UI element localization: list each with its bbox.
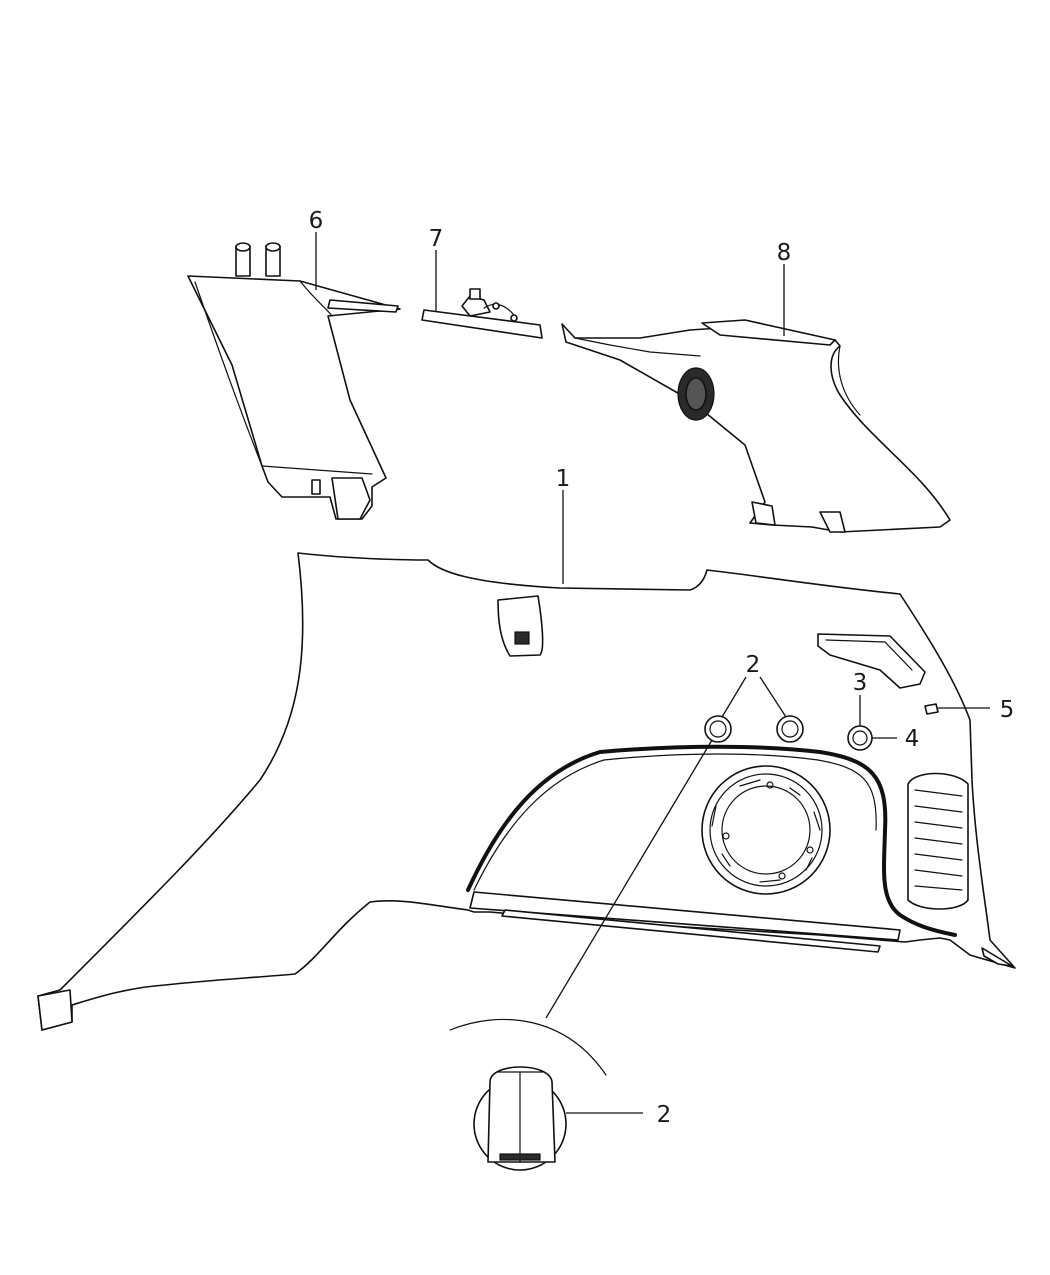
callout-4: 4: [905, 726, 920, 752]
callout-2-detail: 2: [657, 1102, 672, 1128]
callout-3: 3: [853, 670, 868, 696]
callout-5: 5: [1000, 697, 1015, 723]
bracket-part-7: [421, 288, 543, 339]
plug-detail-view: [449, 1018, 607, 1171]
callout-7: 7: [429, 226, 444, 252]
callouts: 6 7 8 1 2 3 4 5 2: [309, 208, 1015, 1128]
callout-6: 6: [309, 208, 324, 234]
callout-2-upper: 2: [746, 652, 761, 678]
callout-1: 1: [556, 466, 571, 492]
quarter-trim-part-8: [561, 319, 951, 533]
leader-lines: [315, 232, 990, 1114]
callout-8: 8: [777, 240, 792, 266]
quarter-trim-panel-part-1: [37, 552, 1016, 1031]
pillar-trim-part-6: [187, 242, 401, 520]
